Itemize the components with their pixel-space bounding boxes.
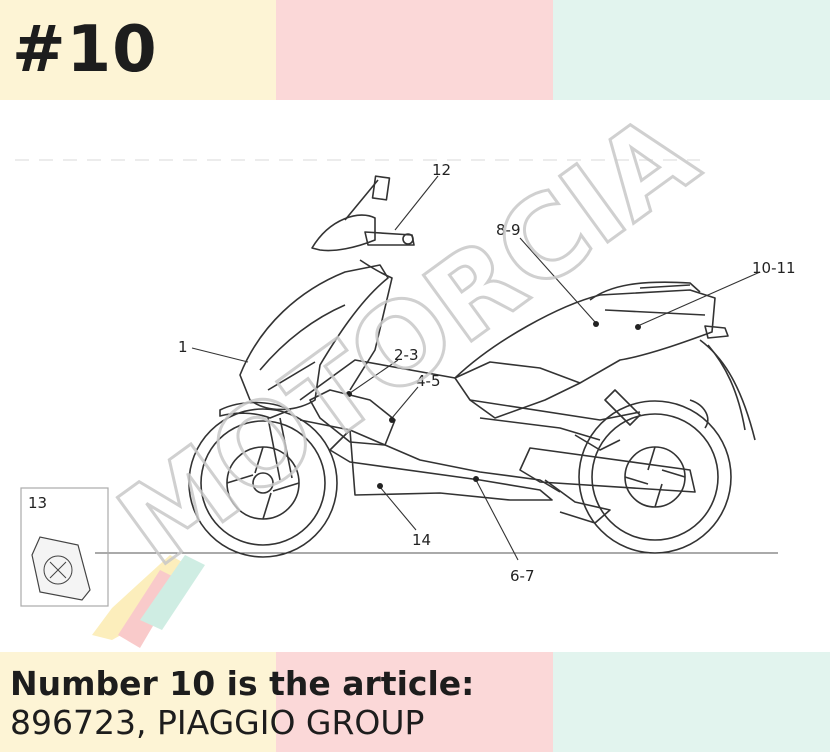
- rank-title: #10: [12, 13, 158, 87]
- label-8-9: 8-9: [496, 221, 521, 239]
- rear-wheel: [578, 400, 732, 554]
- inset-box-13: [20, 487, 109, 607]
- watermark-text: MOTORCIA: [97, 100, 720, 591]
- front-wheel: [188, 408, 338, 558]
- label-2-3: 2-3: [394, 346, 419, 364]
- label-6-7: 6-7: [510, 567, 535, 585]
- band-mint: [553, 0, 830, 100]
- article-caption: Number 10 is the article:: [10, 664, 475, 703]
- label-13: 13: [28, 494, 47, 512]
- band-mint-bottom: [553, 652, 830, 752]
- leader-lines: [191, 175, 761, 561]
- leader-dots: [346, 321, 641, 489]
- watermark-stripes: [92, 555, 205, 648]
- band-pink-bottom: [276, 652, 553, 752]
- label-1: 1: [178, 338, 188, 356]
- label-10-11: 10-11: [752, 259, 796, 277]
- label-4-5: 4-5: [416, 372, 441, 390]
- scooter-diagram: 12 8-9 10-11 1 2-3 4-5 13 14 6-7 MOTORCI…: [0, 88, 830, 652]
- article-reference: 896723, PIAGGIO GROUP: [10, 703, 425, 742]
- band-yellow: [0, 0, 276, 100]
- top-color-band: [0, 0, 830, 100]
- band-yellow-bottom: [0, 652, 276, 752]
- label-12: 12: [432, 161, 451, 179]
- scooter-body: [219, 175, 756, 524]
- label-14: 14: [412, 531, 431, 549]
- bottom-color-band: [0, 652, 830, 752]
- band-pink: [276, 0, 553, 100]
